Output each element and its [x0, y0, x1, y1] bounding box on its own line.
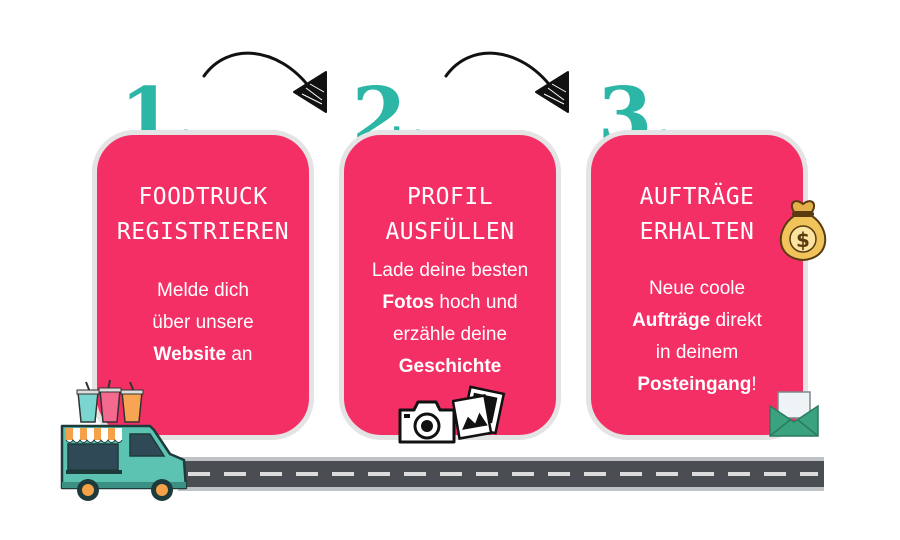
arrow-icon: [444, 51, 569, 113]
desc-highlight: Geschichte: [398, 356, 502, 377]
desc-highlight: Fotos: [382, 292, 435, 313]
desc-text: über unsere: [152, 312, 254, 333]
camera-icon: [398, 400, 456, 444]
drink-cups-icon: [76, 379, 144, 423]
food-truck-icon: [60, 424, 188, 501]
desc-text: !: [751, 374, 757, 395]
desc-text: an: [226, 344, 253, 365]
road: [178, 457, 824, 491]
money-bag-symbol: $: [796, 228, 810, 252]
desc-highlight: Website: [153, 344, 227, 365]
desc-text: hoch und: [434, 292, 518, 313]
arrow-icon: [202, 51, 327, 113]
photos-icon: [452, 385, 506, 440]
desc-text: erzähle deine: [392, 324, 508, 345]
money-bag-icon: $: [779, 200, 827, 262]
desc-text: Neue coole: [648, 278, 746, 299]
desc-highlight: Posteingang: [637, 374, 752, 395]
step-card-1: FOODTRUCK REGISTRIEREN Melde dich über un…: [92, 130, 314, 440]
step-title-2: PROFIL AUSFÜLLEN: [385, 184, 515, 245]
envelope-icon: [769, 391, 819, 437]
desc-text: Melde dich: [157, 280, 249, 301]
desc-text: direkt: [710, 310, 762, 331]
step-title-1: FOODTRUCK REGISTRIEREN: [116, 184, 290, 245]
desc-text: in deinem: [655, 342, 739, 363]
desc-text: Lade deine besten: [371, 260, 529, 281]
desc-highlight: Aufträge: [632, 310, 711, 331]
step-title-3: AUFTRÄGE ERHALTEN: [639, 184, 755, 245]
